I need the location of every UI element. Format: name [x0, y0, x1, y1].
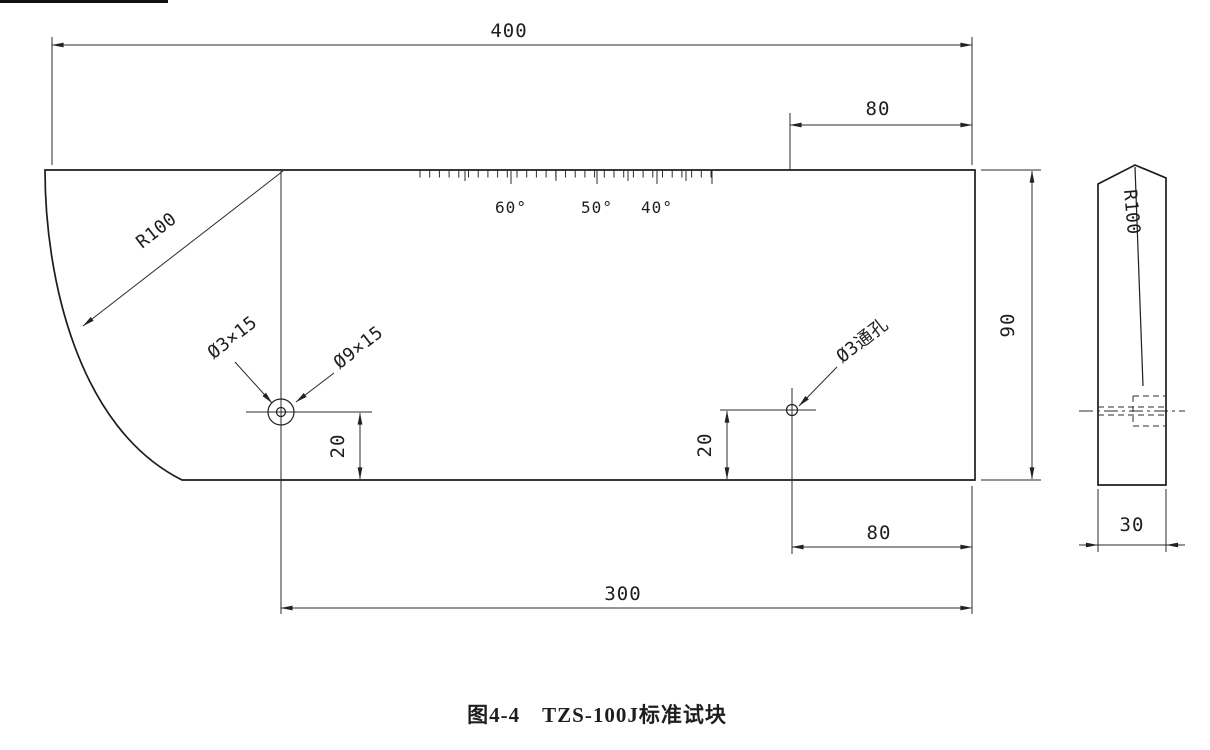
right-hole-circle [785, 403, 799, 417]
angle-scale-ticks [419, 170, 713, 184]
dimension-80-bottom: 80 [791, 486, 973, 614]
dim-label-80-top: 80 [866, 98, 891, 120]
side-view: R100 [1079, 164, 1185, 486]
dim-label-20-right: 20 [694, 433, 716, 458]
side-arc-edge-line [1134, 166, 1144, 387]
dim-label-400: 400 [490, 20, 527, 42]
scan-artifact-bar [0, 0, 168, 3]
left-hole-inner-circle [275, 406, 287, 418]
dimension-80-top: 80 [789, 98, 973, 170]
angle-label-60: 60° [495, 198, 527, 217]
hole-label-counterbore: Ø9×15 [330, 322, 388, 373]
dimension-30: 30 [1079, 489, 1185, 552]
radius-label-front: R100 [132, 208, 181, 252]
dim-label-90: 90 [997, 313, 1019, 338]
figure-caption: 图4-4 TZS-100J标准试块 [467, 703, 727, 727]
dimension-20-right: 20 [694, 410, 730, 480]
angle-label-40: 40° [641, 198, 673, 217]
dim-label-80-bottom: 80 [867, 522, 892, 544]
dim-label-300: 300 [604, 583, 641, 605]
dimension-20-left: 20 [327, 412, 363, 480]
small-hole-leader [234, 361, 273, 404]
dimension-400: 400 [51, 20, 973, 165]
front-outline-path [44, 169, 976, 481]
hole-label-small: Ø3×15 [204, 312, 262, 363]
radius-leader-line [82, 170, 284, 327]
dim-label-20-left: 20 [327, 434, 349, 459]
dim-label-30: 30 [1120, 514, 1145, 536]
dimension-90: 90 [981, 169, 1041, 481]
hole-label-through: Ø3通孔 [833, 314, 893, 367]
through-hole-leader [798, 366, 838, 407]
side-outline-path [1097, 164, 1167, 486]
left-hole-outer-circle [267, 398, 295, 426]
dimension-300: 300 [280, 583, 973, 611]
counterbore-leader [295, 372, 335, 403]
radius-label-side: R100 [1119, 189, 1144, 236]
angle-label-50: 50° [581, 198, 613, 217]
